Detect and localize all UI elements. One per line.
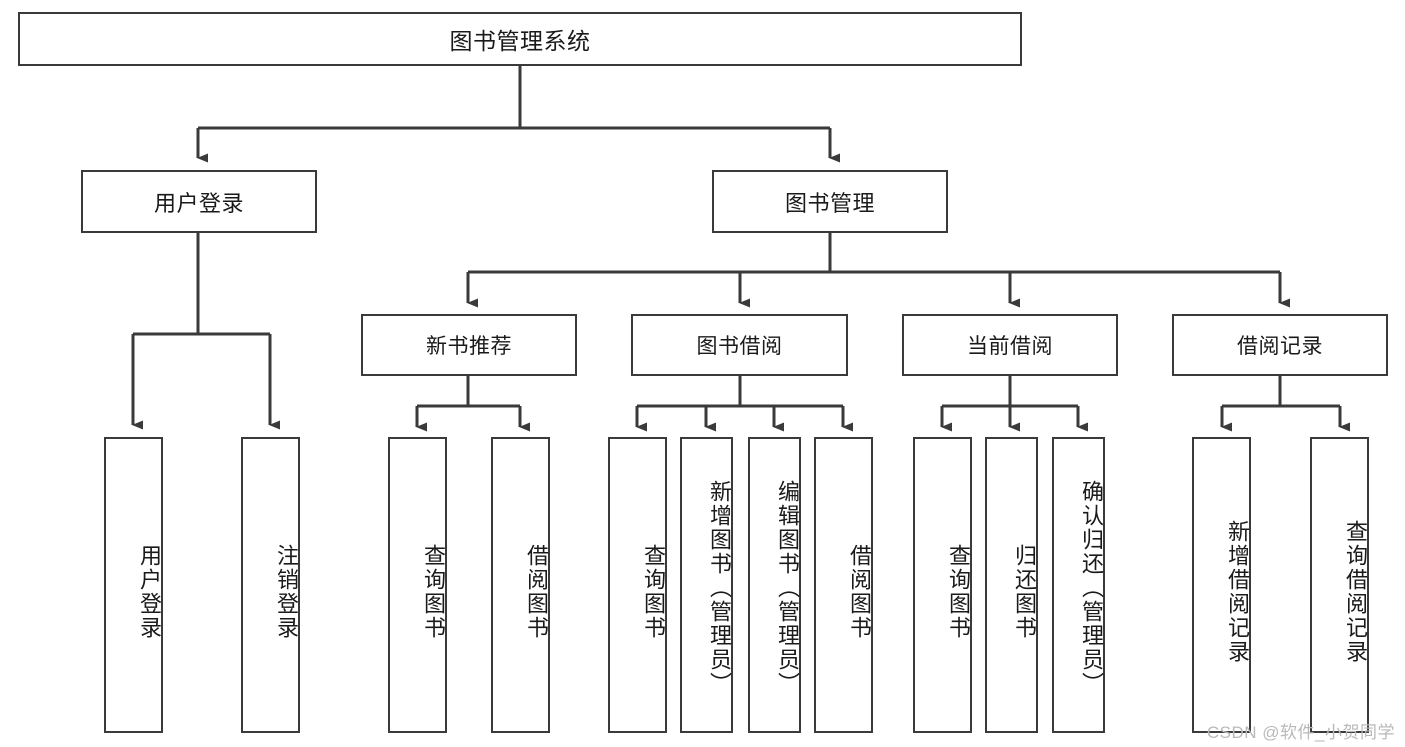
leaf-query-book-recommend[interactable]: 查询图书 (388, 437, 447, 733)
leaf-query-book-borrow[interactable]: 查询图书 (608, 437, 667, 733)
leaf-borrow-book-recommend[interactable]: 借阅图书 (491, 437, 550, 733)
node-new-book-recommend[interactable]: 新书推荐 (361, 314, 577, 376)
node-book-borrow[interactable]: 图书借阅 (631, 314, 848, 376)
node-borrow-record[interactable]: 借阅记录 (1172, 314, 1388, 376)
leaf-return-book[interactable]: 归还图书 (985, 437, 1038, 733)
leaf-logout[interactable]: 注销登录 (241, 437, 300, 733)
leaf-add-borrow-record[interactable]: 新增借阅记录 (1192, 437, 1251, 733)
csdn-watermark: CSDN @软件_小贺同学 (1206, 723, 1395, 742)
node-book-management[interactable]: 图书管理 (712, 170, 948, 233)
node-current-borrow[interactable]: 当前借阅 (902, 314, 1118, 376)
leaf-confirm-return-admin[interactable]: 确认归还（管理员） (1052, 437, 1105, 733)
leaf-user-login[interactable]: 用户登录 (104, 437, 163, 733)
leaf-add-book-admin[interactable]: 新增图书（管理员） (680, 437, 733, 733)
leaf-borrow-book[interactable]: 借阅图书 (814, 437, 873, 733)
node-user-login[interactable]: 用户登录 (81, 170, 317, 233)
leaf-query-book-current[interactable]: 查询图书 (913, 437, 972, 733)
leaf-query-borrow-record[interactable]: 查询借阅记录 (1310, 437, 1369, 733)
node-root-system[interactable]: 图书管理系统 (18, 12, 1022, 66)
leaf-edit-book-admin[interactable]: 编辑图书（管理员） (748, 437, 801, 733)
